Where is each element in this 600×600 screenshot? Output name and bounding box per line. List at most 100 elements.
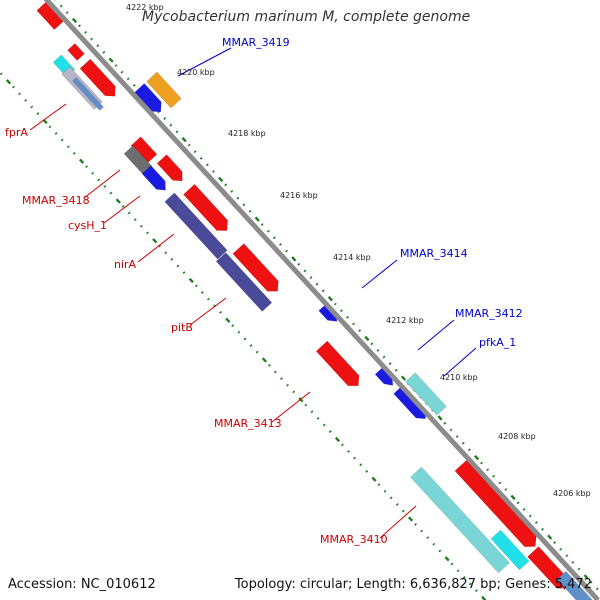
minor-tick — [358, 329, 362, 332]
gene-label-mmar-3419: MMAR_3419 — [222, 36, 290, 49]
minor-tick — [272, 236, 276, 240]
minor-tick — [456, 569, 460, 573]
minor-tick — [224, 183, 228, 187]
gene-label-mmar-3414: MMAR_3414 — [400, 247, 468, 260]
minor-tick — [443, 421, 447, 425]
major-tick — [79, 158, 85, 164]
gene-label-nira: nirA — [114, 258, 137, 271]
gene-label-mmar-3410: MMAR_3410 — [320, 533, 388, 546]
minor-tick — [376, 348, 380, 352]
minor-tick — [65, 11, 69, 14]
minor-tick — [382, 355, 386, 359]
gene-feature — [123, 145, 153, 175]
minor-tick — [492, 474, 496, 478]
gene-feature — [164, 192, 228, 260]
minor-tick — [577, 567, 581, 571]
major-tick — [371, 476, 377, 482]
leader-line — [443, 347, 477, 377]
minor-tick — [219, 310, 222, 314]
minor-tick — [359, 463, 363, 467]
minor-tick — [353, 456, 357, 460]
minor-tick — [163, 117, 167, 120]
minor-tick — [120, 70, 124, 74]
minor-tick — [126, 77, 130, 81]
minor-tick — [12, 85, 15, 89]
minor-tick — [249, 344, 253, 347]
minor-tick — [279, 242, 282, 246]
minor-tick — [420, 529, 424, 533]
major-tick — [547, 534, 553, 540]
minor-tick — [516, 501, 520, 505]
minor-tick — [365, 469, 369, 473]
minor-tick — [370, 342, 374, 346]
minor-tick — [30, 105, 34, 109]
minor-tick — [414, 522, 417, 526]
minor-tick — [182, 271, 186, 275]
label-leader-lines — [29, 47, 477, 539]
minor-tick — [553, 541, 557, 544]
gene-feature — [405, 372, 447, 416]
minor-tick — [303, 269, 307, 273]
minor-tick — [85, 165, 88, 169]
major-tick — [364, 335, 370, 342]
minor-tick — [127, 211, 131, 215]
minor-tick — [280, 377, 283, 380]
scale-label: 4206 kbp — [553, 489, 591, 498]
genome-summary-text: Topology: circular; Length: 6,636,827 bp… — [234, 577, 592, 592]
minor-tick — [97, 178, 101, 182]
major-tick — [5, 79, 12, 85]
gene-feature — [232, 243, 279, 292]
leader-line — [177, 47, 232, 77]
gene-label-pitb: pitB — [171, 321, 193, 334]
minor-tick — [315, 282, 319, 286]
minor-tick — [462, 575, 466, 579]
leader-line — [417, 319, 455, 351]
gene-feature — [215, 252, 273, 312]
major-tick — [408, 516, 414, 522]
major-tick — [188, 277, 194, 284]
minor-tick — [237, 330, 241, 334]
gene-feature — [141, 165, 166, 191]
minor-tick — [267, 363, 271, 367]
major-tick — [261, 357, 267, 363]
minor-tick — [432, 542, 436, 546]
minor-tick — [426, 536, 430, 539]
minor-tick — [347, 450, 350, 453]
gene-feature — [67, 43, 85, 61]
gene-feature — [490, 529, 530, 571]
minor-tick — [200, 291, 204, 294]
minor-tick — [0, 72, 3, 76]
minor-tick — [199, 156, 203, 160]
gene-feature — [183, 183, 229, 231]
scale-label: 4218 kbp — [228, 129, 266, 138]
minor-tick — [59, 4, 63, 8]
minor-tick — [449, 428, 453, 432]
minor-tick — [273, 370, 277, 374]
scale-label: 4222 kbp — [126, 3, 164, 12]
leader-line — [137, 233, 175, 263]
scale-label: 4220 kbp — [177, 68, 215, 77]
minor-tick — [559, 547, 563, 551]
minor-tick — [467, 448, 471, 452]
minor-tick — [468, 582, 472, 586]
minor-tick — [66, 145, 70, 149]
scale-label: 4212 kbp — [386, 316, 424, 325]
major-tick — [291, 256, 297, 262]
leader-line — [361, 259, 398, 289]
minor-tick — [139, 224, 143, 228]
minor-tick — [102, 50, 106, 54]
leader-line — [379, 505, 417, 539]
minor-tick — [438, 549, 442, 553]
minor-tick — [333, 302, 337, 306]
minor-tick — [187, 143, 191, 147]
minor-tick — [243, 337, 247, 341]
minor-tick — [286, 383, 289, 387]
minor-tick — [212, 170, 215, 173]
minor-tick — [54, 132, 58, 135]
minor-tick — [146, 231, 149, 235]
accession-text: Accession: NC_010612 — [8, 577, 156, 592]
minor-tick — [310, 410, 314, 414]
major-tick — [115, 198, 121, 204]
major-tick — [400, 375, 407, 381]
